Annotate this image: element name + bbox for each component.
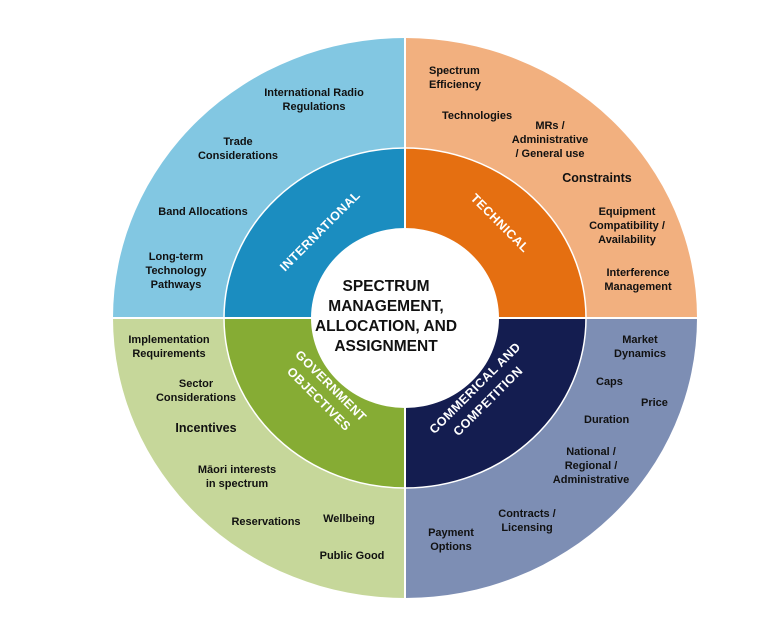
item-duration: Duration	[584, 414, 630, 426]
item-equipment-compatibility: Equipment Compatibility / Availability	[589, 206, 665, 246]
item-contracts-licensing: Contracts / Licensing	[498, 508, 556, 534]
item-payment-options: Payment Options	[428, 527, 474, 553]
item-constraints: Constraints	[562, 171, 632, 185]
item-technologies: Technologies	[442, 110, 513, 122]
item-implementation-requirements: Implementation Requirements	[128, 334, 210, 360]
item-market-dynamics: Market Dynamics	[614, 334, 666, 360]
item-international-radio-regulations: International Radio Regulations	[264, 87, 364, 113]
center-title: SPECTRUM MANAGEMENT, ALLOCATION, AND ASS…	[314, 278, 458, 355]
item-long-term-pathways: Long-term Technology Pathways	[145, 251, 207, 291]
item-price: Price	[641, 397, 668, 409]
item-wellbeing: Wellbeing	[323, 513, 375, 525]
item-spectrum-efficiency: Spectrum Efficiency	[429, 65, 481, 91]
item-mrs-administrative: MRs / Administrative / General use	[511, 120, 589, 160]
item-reservations: Reservations	[231, 516, 301, 528]
inner-ring-border	[223, 147, 587, 489]
item-interference-management: Interference Management	[604, 267, 672, 293]
item-public-good: Public Good	[319, 550, 385, 562]
item-maori-interests: Māori interests in spectrum	[197, 464, 277, 490]
item-national-regional: National / Regional / Administrative	[552, 446, 630, 486]
item-sector-considerations: Sector Considerations	[155, 378, 237, 404]
item-trade-considerations: Trade Considerations	[197, 136, 279, 162]
item-incentives: Incentives	[175, 421, 237, 435]
center-circle	[311, 228, 499, 408]
item-band-allocations: Band Allocations	[158, 206, 248, 218]
item-caps: Caps	[596, 376, 623, 388]
